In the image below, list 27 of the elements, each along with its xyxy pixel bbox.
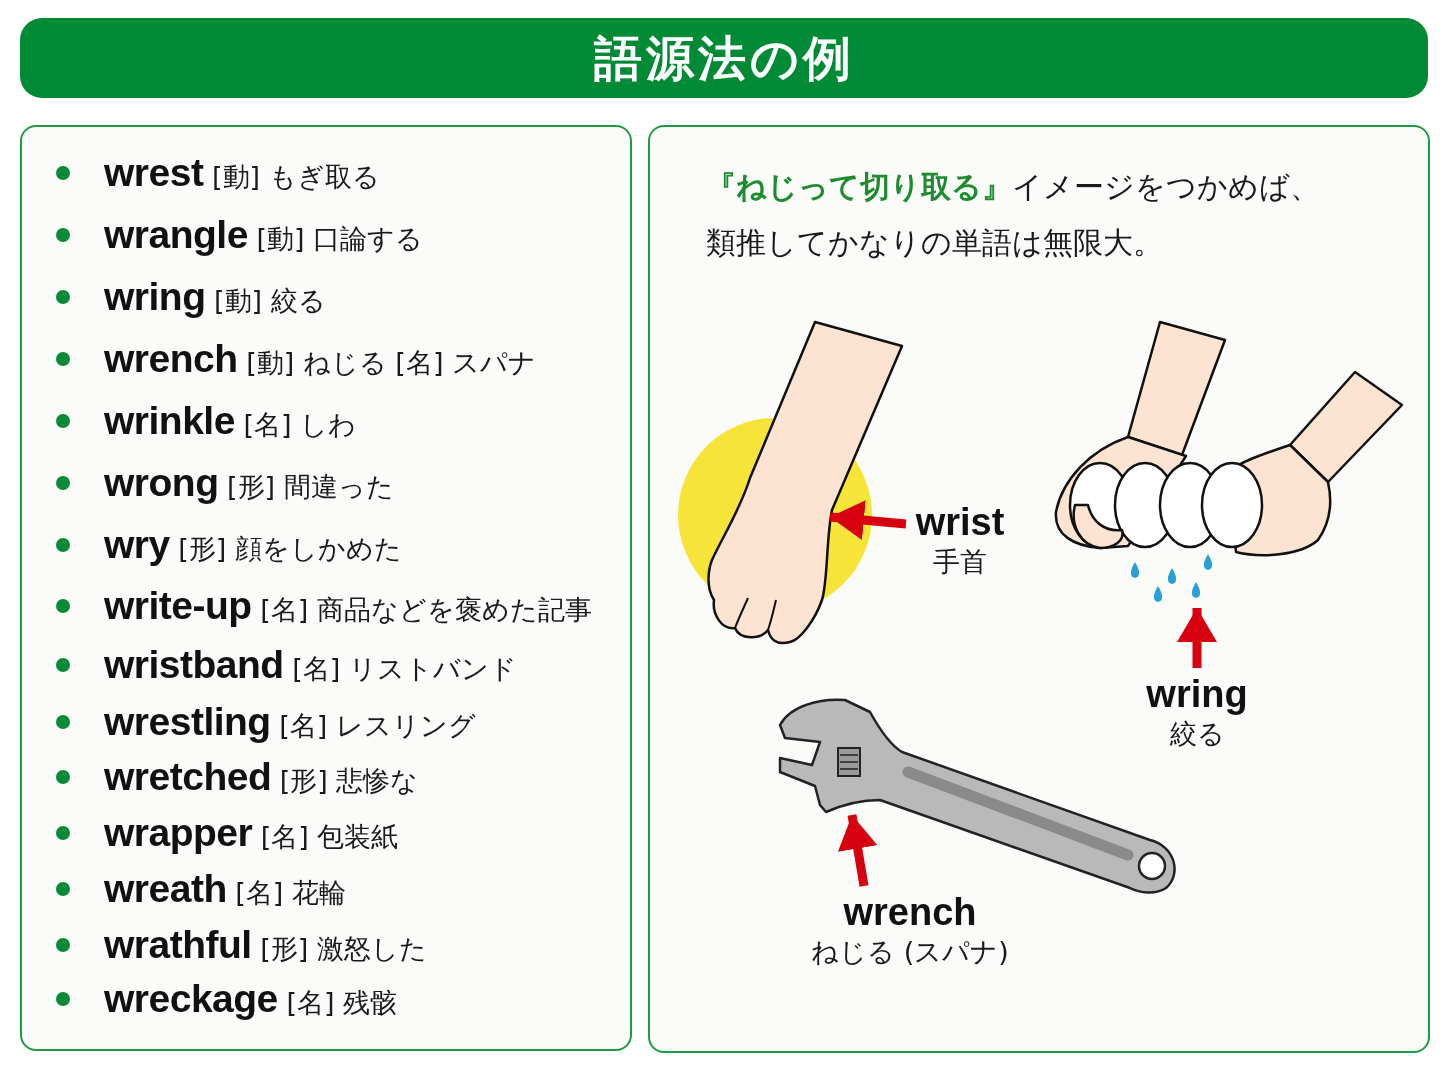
list-item: wreckage [名] 残骸	[46, 973, 398, 1025]
list-item: wring [動] 絞る	[46, 271, 326, 323]
translation-label: ねじる (スパナ)	[811, 935, 1009, 969]
list-item: wristband [名] リストバンド	[46, 639, 517, 691]
list-item: wrong [形] 間違った	[46, 457, 394, 509]
intro-text: 『ねじって切り取る』イメージをつかめば、類推してかなりの単語は無限大。	[706, 168, 1321, 262]
translation-label: 手首	[933, 545, 987, 579]
list-item: write-up [名] 商品などを褒めた記事	[46, 580, 592, 632]
list-item: wry [形] 顔をしかめた	[46, 519, 402, 571]
list-item: wretched [形] 悲惨な	[46, 751, 419, 803]
word-label: wrench	[843, 890, 977, 934]
list-item: wrangle [動] 口論する	[46, 209, 424, 261]
translation-label: 絞る	[1169, 717, 1225, 751]
list-item: wrest [動] もぎ取る	[46, 147, 380, 199]
list-item: wrinkle [名] しわ	[46, 395, 357, 447]
list-item: wreath [名] 花輪	[46, 863, 346, 915]
list-item: wrench [動] ねじる [名] スパナ	[46, 333, 536, 385]
list-item: wrestling [名] レスリング	[46, 696, 476, 748]
word-label: wring	[1146, 672, 1248, 716]
arrow	[1177, 608, 1217, 668]
word-label: wrist	[915, 500, 1005, 544]
list-item: wrathful [形] 激怒した	[46, 919, 427, 971]
title-bar: 語源法の例	[20, 18, 1428, 98]
arrow	[837, 814, 878, 887]
list-item: wrapper [名] 包装紙	[46, 807, 399, 859]
word-list-panel	[20, 125, 632, 1051]
illustration-panel	[648, 125, 1430, 1053]
